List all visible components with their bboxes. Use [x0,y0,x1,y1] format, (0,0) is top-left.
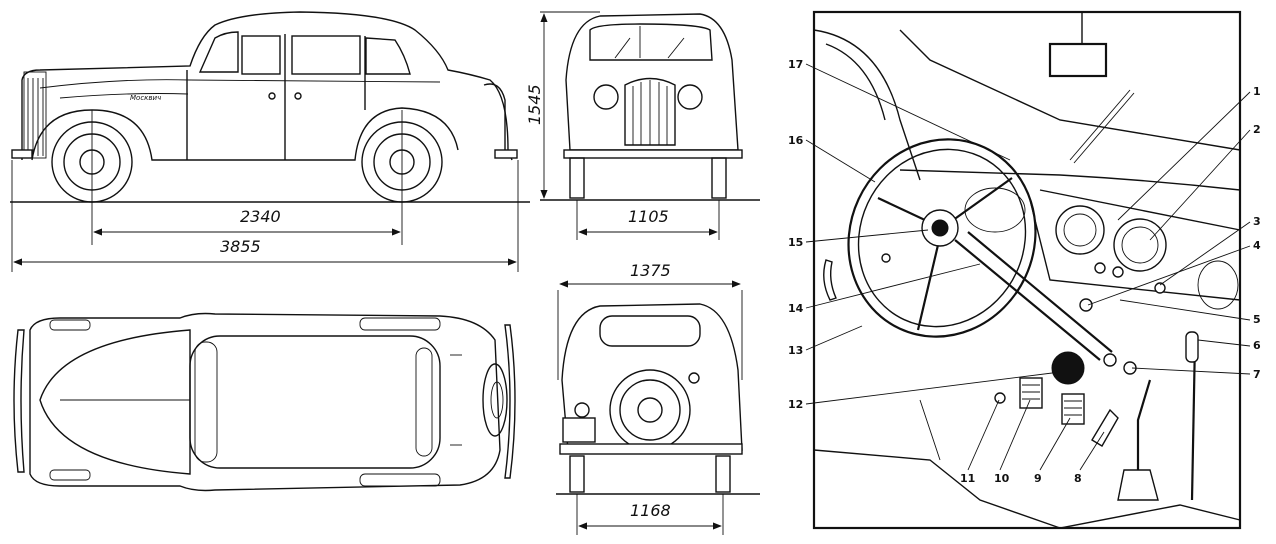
callout-5: 5 [1253,313,1261,326]
callout-7: 7 [1253,368,1261,381]
callout-leaders [805,63,1251,471]
front-track-dimension: 1105 [628,207,669,226]
callout-12: 12 [788,398,803,411]
side-view: Москвич 2340 3855 [10,11,530,272]
height-dimension: 1545 [525,84,544,125]
overall-length-dimension: 3855 [220,237,261,256]
rear-view: 1375 1168 [556,261,760,535]
spare-wheel [609,369,691,451]
callout-13: 13 [788,344,803,357]
interior-dashboard-illustration [812,10,1242,530]
callout-2: 2 [1253,123,1261,136]
callout-6: 6 [1253,339,1261,352]
callout-14: 14 [788,302,804,315]
callout-9: 9 [1034,472,1042,485]
callout-1: 1 [1253,85,1261,98]
callout-16: 16 [788,134,804,147]
front-view: 1545 1105 [525,11,760,240]
callout-3: 3 [1253,215,1261,228]
callout-10: 10 [994,472,1010,485]
callout-8: 8 [1074,472,1082,485]
width-dimension: 1375 [630,261,671,280]
callout-11: 11 [960,472,975,485]
side-badge: Москвич [130,94,161,102]
rear-track-dimension: 1168 [630,501,671,520]
wheelbase-dimension: 2340 [240,207,281,226]
top-view [13,312,516,492]
callout-labels: 1 2 3 4 5 6 7 8 9 10 11 12 13 14 15 16 1… [788,58,1261,485]
callout-15: 15 [788,236,803,249]
callout-17: 17 [788,58,803,71]
steering-wheel [847,138,1037,338]
callout-4: 4 [1253,239,1261,252]
